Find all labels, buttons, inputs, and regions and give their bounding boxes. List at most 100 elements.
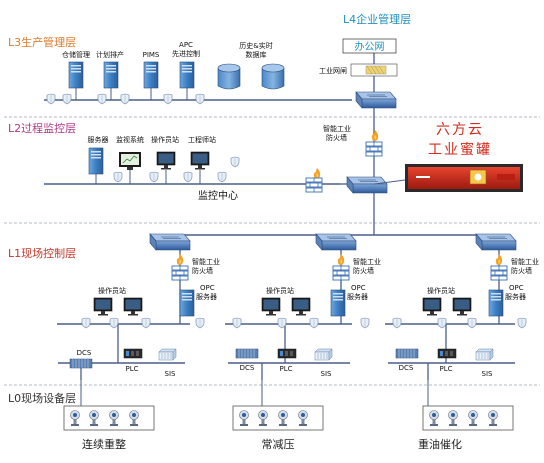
shield-icon <box>46 93 56 105</box>
svg-text:OPC: OPC <box>200 284 215 292</box>
svg-text:服务器: 服务器 <box>347 292 368 301</box>
l0-site-1: 连续重整 <box>63 405 155 451</box>
site-label: 常减压 <box>262 438 295 451</box>
svg-text:APC: APC <box>179 41 193 49</box>
monitoring-system-icon <box>119 152 141 170</box>
flame-icon <box>371 130 379 141</box>
svg-text:防火墙: 防火墙 <box>192 266 213 275</box>
l0-site-3: 重油催化 <box>418 405 514 451</box>
sis-icon <box>475 348 494 361</box>
engineer-station-icon <box>190 151 210 170</box>
shield-icon <box>120 93 130 105</box>
l1-cell-3: 操作员站 OPC 服务器 DCS PLC SIS <box>392 284 527 378</box>
svg-text:防火墙: 防火墙 <box>353 266 374 275</box>
shield-icon <box>392 317 402 329</box>
svg-text:计划排产: 计划排产 <box>96 50 124 59</box>
shield-icon <box>195 93 205 105</box>
l3-drops <box>75 88 188 100</box>
svg-text:先进控制: 先进控制 <box>172 49 200 58</box>
svg-text:操作员站: 操作员站 <box>151 135 179 144</box>
svg-text:服务器: 服务器 <box>196 292 217 301</box>
shield-icon <box>230 156 240 168</box>
honeypot-appliance <box>405 164 523 192</box>
l1-firewall-icon <box>171 265 189 281</box>
svg-text:操作员站: 操作员站 <box>266 286 294 295</box>
l2-drops <box>95 170 201 184</box>
svg-text:工业蜜罐: 工业蜜罐 <box>428 142 492 158</box>
svg-text:监视系统: 监视系统 <box>116 135 144 144</box>
l1-switch-icon <box>149 233 191 251</box>
shield-icon <box>109 317 119 329</box>
scheduling-server-icon <box>103 61 119 89</box>
shield-icon <box>183 171 193 183</box>
l3-labels: 仓储管理 计划排产 PIMS APC 先进控制 历史&实时 数据库 <box>62 41 273 59</box>
svg-text:OPC: OPC <box>509 284 524 292</box>
shield-icon <box>195 317 205 329</box>
svg-text:工业网闸: 工业网闸 <box>319 66 347 75</box>
flame-icon <box>176 254 184 265</box>
network-trunks <box>80 40 500 380</box>
operator-station-icon <box>291 297 311 316</box>
shield-icon <box>217 171 227 183</box>
monitoring-center-label: 监控中心 <box>198 189 238 202</box>
level-label-l3: L3生产管理层 <box>8 35 76 49</box>
opc-server-icon <box>488 289 504 317</box>
monitor-server-icon <box>88 147 104 175</box>
l1-cell-2: 操作员站 OPC 服务器 DCS PLC SIS <box>232 284 370 378</box>
svg-text:智能工业: 智能工业 <box>353 257 381 266</box>
svg-text:PLC: PLC <box>439 365 452 373</box>
industrial-gateway: 工业网闸 <box>319 63 398 77</box>
office-network-box: 办公网 <box>342 38 397 54</box>
l2-labels: 服务器 监视系统 操作员站 工程师站 <box>88 135 217 144</box>
svg-text:操作员站: 操作员站 <box>427 286 455 295</box>
level-label-l0: L0现场设备层 <box>8 391 76 405</box>
shield-icon <box>467 317 477 329</box>
plc-icon <box>437 348 457 359</box>
sis-icon <box>158 348 177 361</box>
l2-firewall-label: 智能工业 防火墙 <box>323 124 351 142</box>
svg-text:DCS: DCS <box>77 349 92 357</box>
svg-text:仓储管理: 仓储管理 <box>62 50 90 59</box>
l3-l2-firewall-icon <box>365 141 383 157</box>
layer-dividers <box>4 116 540 386</box>
apc-server-icon <box>179 61 195 89</box>
warehouse-server-icon <box>68 61 84 89</box>
svg-text:服务器: 服务器 <box>88 135 109 144</box>
svg-text:六方云: 六方云 <box>436 122 484 138</box>
shield-icon <box>437 317 447 329</box>
shield-icon <box>232 317 242 329</box>
svg-text:DCS: DCS <box>240 364 255 372</box>
svg-text:PIMS: PIMS <box>143 51 160 59</box>
site-label: 重油催化 <box>418 437 462 451</box>
svg-text:服务器: 服务器 <box>505 292 526 301</box>
plc-icon <box>123 348 143 359</box>
shield-icon <box>113 171 123 183</box>
level-label-l2: L2过程监控层 <box>8 121 76 135</box>
product-title: 六方云 工业蜜罐 <box>428 122 492 158</box>
svg-text:工程师站: 工程师站 <box>188 135 216 144</box>
l1-firewall-icon <box>490 265 508 281</box>
l0-site-2: 常减压 <box>232 405 324 451</box>
l0-drops <box>80 380 429 406</box>
dcs-rack-icon <box>395 348 419 359</box>
shield-icon <box>163 93 173 105</box>
shield-icon <box>517 317 527 329</box>
svg-text:PLC: PLC <box>125 365 138 373</box>
shield-icon <box>141 317 151 329</box>
svg-text:SIS: SIS <box>482 370 494 378</box>
svg-text:SIS: SIS <box>321 370 333 378</box>
svg-text:DCS: DCS <box>399 364 414 372</box>
operator-station-icon <box>93 297 113 316</box>
pims-server-icon <box>143 61 159 89</box>
svg-text:数据库: 数据库 <box>246 50 267 59</box>
shield-icon <box>149 171 159 183</box>
svg-text:PLC: PLC <box>279 365 292 373</box>
l1-switch-icon <box>315 233 357 251</box>
svg-text:操作员站: 操作员站 <box>98 286 126 295</box>
svg-text:智能工业: 智能工业 <box>323 124 351 133</box>
shield-icon <box>81 317 91 329</box>
l1-switch-icon <box>475 233 517 251</box>
svg-text:历史&实时: 历史&实时 <box>239 41 272 50</box>
opc-server-icon <box>179 289 195 317</box>
